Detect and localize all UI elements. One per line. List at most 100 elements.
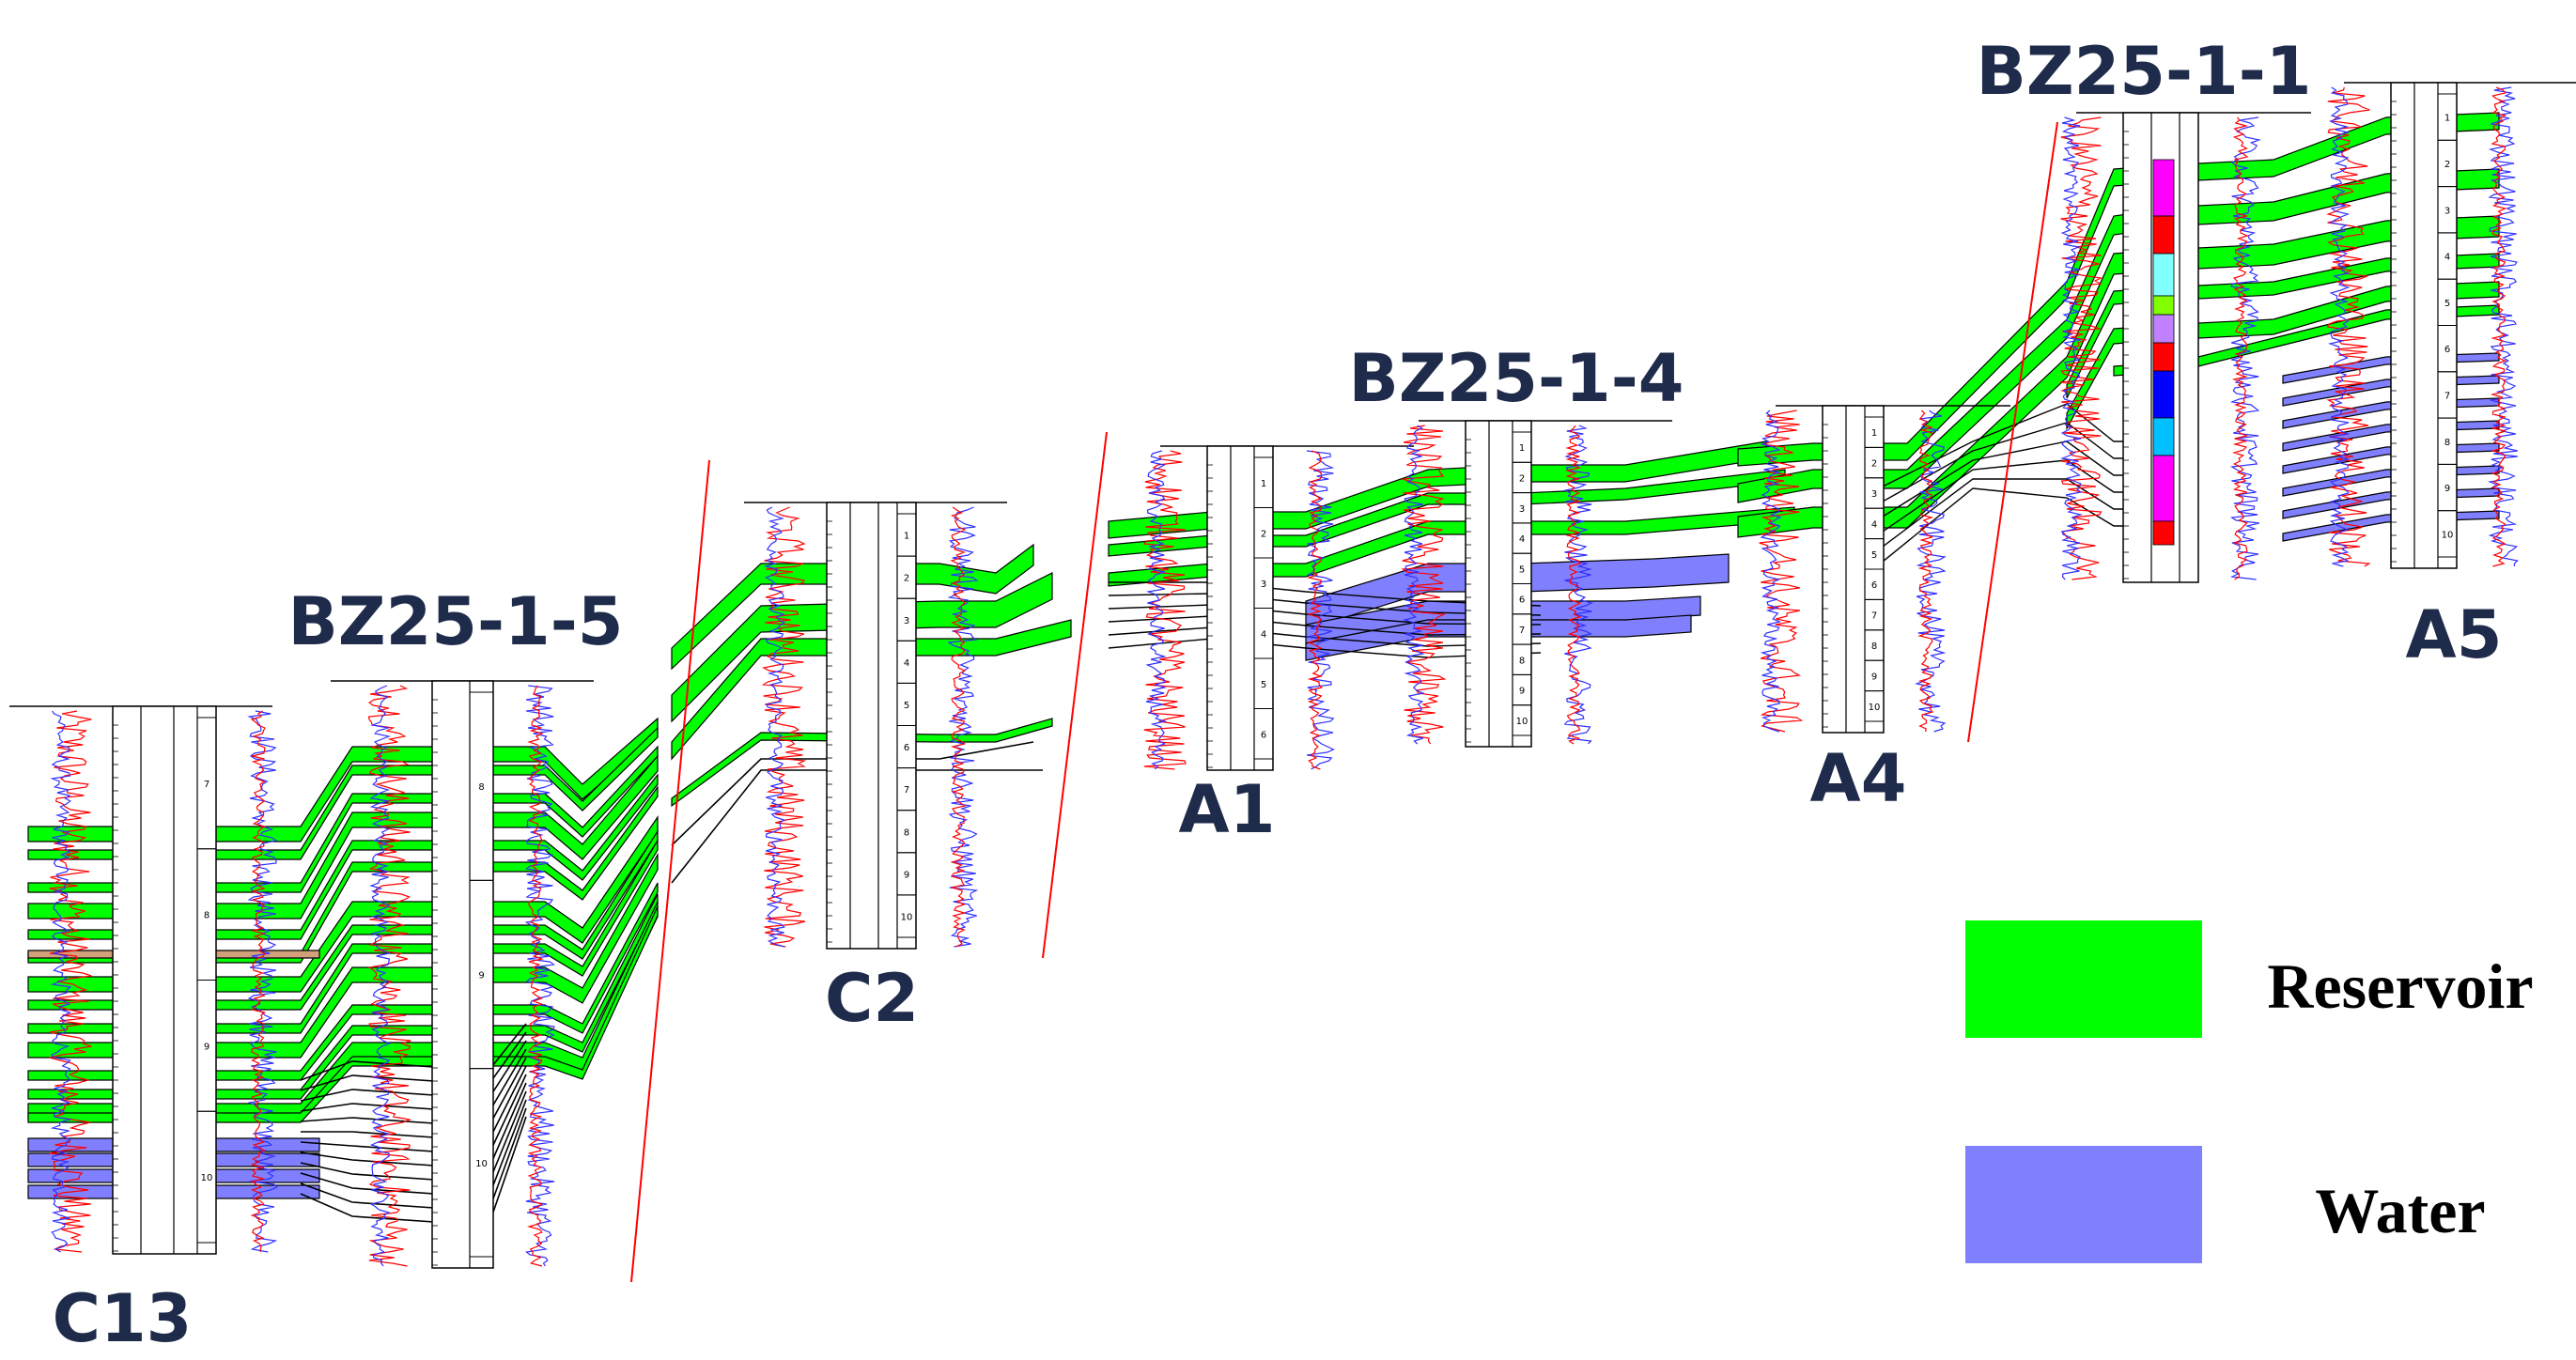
zone-number: 2 [1519,473,1525,484]
zone-box [1864,690,1885,722]
zone-number: 6 [904,743,909,753]
zone-number: 8 [2444,438,2450,448]
zone-number: 2 [2444,160,2450,170]
log-curve-density [1564,425,1582,745]
log-curve-density [526,685,544,1267]
lithology-segment [2152,520,2175,546]
zone-number: 4 [1519,534,1525,545]
log-curve-sp [2328,86,2351,567]
well-columns: 7891089101234567891012345612345678910123… [9,82,2576,1269]
zone-box [896,894,917,938]
zone-number: 2 [1261,529,1266,539]
well-label-c2: C2 [825,960,919,1037]
zone-box [1512,704,1532,736]
lithology-segment [2152,253,2175,297]
faults [630,121,2058,1283]
zone-number: 9 [204,1042,209,1052]
zone-number: 3 [1871,489,1877,500]
well-label-bz25-1-4: BZ25-1-4 [1348,340,1684,417]
correlation-line [300,1107,527,1213]
log-curve-gr [367,685,412,1267]
zone-number: 4 [2444,253,2450,263]
reservoir-band [27,754,659,920]
zone-number: 5 [1519,564,1525,575]
legend-swatch-reservoir [1965,920,2202,1038]
log-curve-resistivity [1306,450,1335,770]
zone-number: 1 [1871,428,1877,439]
zone-number: 9 [1871,672,1877,682]
correlation-line [300,1023,527,1081]
well-label-c13: C13 [53,1280,193,1357]
correlation-line [300,1074,527,1156]
correlation-line [300,1057,527,1128]
log-curve-density [1917,410,1934,733]
zone-number: 10 [201,1173,213,1183]
well-label-a5: A5 [2406,596,2503,673]
zone-number: 6 [1519,595,1525,606]
log-curve-gr [49,710,92,1253]
zone-box [2437,510,2458,558]
zone-number: 6 [1261,730,1266,740]
log-curve-density [1307,450,1324,770]
legend-label-reservoir: Reservoir [2267,950,2533,1022]
log-curve-gr [2060,116,2103,580]
log-curve-sp [50,710,72,1253]
correlation-line [300,1116,527,1227]
correlation-line [300,1040,527,1102]
log-curve-sp [1760,410,1782,733]
well-column-frame [431,680,494,1269]
zone-number: 8 [204,911,209,921]
zone-number: 3 [1261,580,1266,590]
zone-number: 2 [904,574,909,584]
reservoir-band [27,726,659,860]
legend-label-water: Water [2315,1175,2485,1246]
fault-line [630,459,710,1283]
lithology-segment [2152,215,2175,255]
reservoir-band [27,905,659,1123]
reservoir-band [27,852,659,1059]
zone-number: 5 [1261,680,1266,690]
log-curve-gr [761,506,807,948]
zone-number: 10 [1869,703,1881,713]
log-curve-sp [1402,425,1425,745]
zone-box [196,1110,217,1244]
zone-number: 10 [1516,717,1529,727]
log-curve-sp [764,506,786,948]
zone-number: 6 [2444,345,2450,355]
well-label-bz25-1-5: BZ25-1-5 [287,583,623,660]
fault-line [1042,431,1108,959]
reservoir-band [27,838,659,1034]
zone-number: 1 [1519,443,1525,454]
zone-number: 7 [904,785,909,796]
log-curve-density [2231,116,2249,580]
zone-number: 8 [904,827,909,838]
lithology-segment [2152,295,2175,316]
log-curve-density [2490,86,2507,567]
lithology-segment [2152,159,2175,217]
log-curve-density [950,506,967,948]
lithology-strip [2152,159,2175,546]
zone-number: 9 [478,971,484,981]
fault-line [1967,121,2058,743]
correlation-line [300,1048,527,1114]
zone-number: 9 [1519,687,1525,697]
zone-box [469,1068,494,1258]
log-curve-resistivity [2229,116,2261,580]
reservoir-band [27,785,659,964]
zone-number: 9 [904,870,909,880]
log-curve-sp [369,685,391,1267]
zone-number: 3 [1519,504,1525,515]
correlation-line [300,1090,527,1184]
zone-number: 1 [1261,479,1266,489]
zone-number: 10 [2442,530,2454,540]
well-label-a1: A1 [1179,771,1276,848]
zone-number: 8 [1871,641,1877,652]
reservoir-band [27,773,659,940]
zone-number: 9 [2444,484,2450,494]
